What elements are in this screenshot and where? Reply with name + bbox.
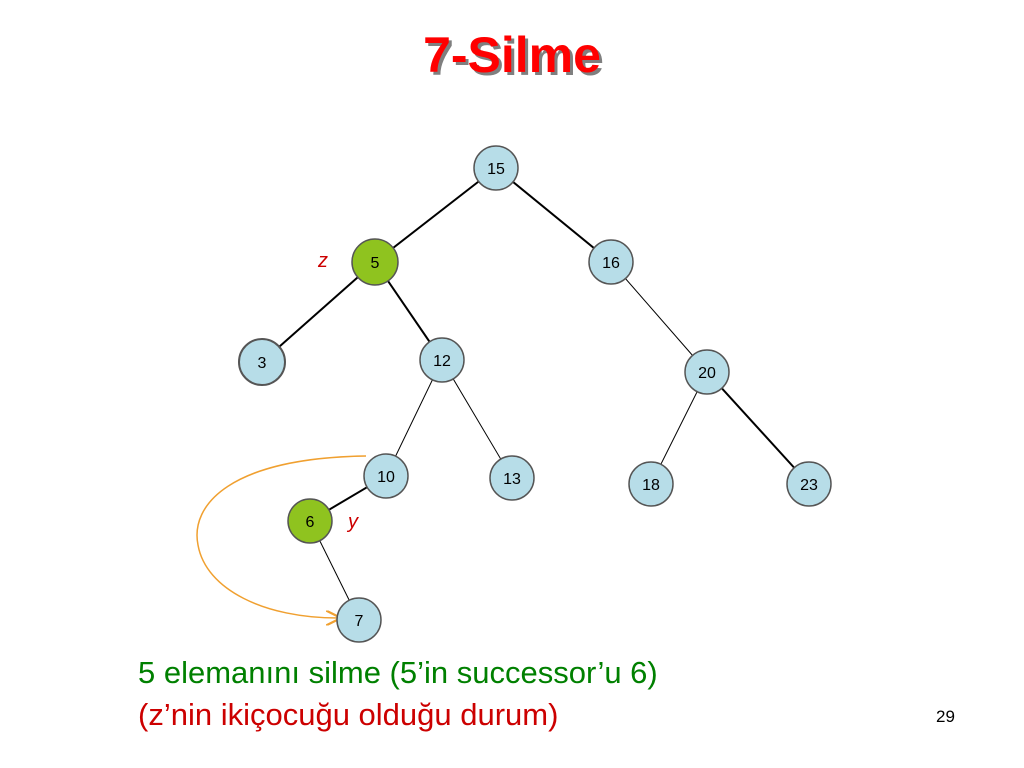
marker-y: y <box>346 511 359 533</box>
edge-15-5 <box>374 167 497 263</box>
node-label: 12 <box>433 353 451 370</box>
node-label: 18 <box>642 477 660 494</box>
node-12: 12 <box>419 337 465 383</box>
slide-title: 7-Silme <box>423 27 601 83</box>
node-label: 13 <box>503 471 521 488</box>
successor-arrow <box>196 455 367 618</box>
caption-line-2: (z’nin ikiçocuğu olduğu durum) <box>138 697 559 732</box>
node-18: 18 <box>628 461 674 507</box>
node-23: 23 <box>786 461 832 507</box>
node-label: 10 <box>377 469 395 486</box>
slide-caption: 5 elemanını silme (5’in successor’u 6) (… <box>138 652 658 736</box>
node-16: 16 <box>588 239 634 285</box>
node-label: 5 <box>371 255 380 272</box>
node-label: 20 <box>698 365 716 382</box>
node-15: 15 <box>473 145 519 191</box>
page-number: 29 <box>936 707 955 726</box>
node-label: 23 <box>800 477 818 494</box>
node-label: 7 <box>355 613 364 630</box>
node-5: 5 <box>351 238 399 286</box>
node-13: 13 <box>489 455 535 501</box>
edge-16-20 <box>610 261 708 373</box>
node-6: 6 <box>287 498 333 544</box>
edge-12-13 <box>441 359 513 479</box>
edge-5-3 <box>261 261 376 363</box>
marker-z: z <box>317 250 328 272</box>
node-3: 3 <box>238 338 286 386</box>
node-label: 15 <box>487 161 505 178</box>
node-label: 3 <box>258 355 267 372</box>
caption-line-1: 5 elemanını silme (5’in successor’u 6) <box>138 655 658 690</box>
edge-20-23 <box>706 371 810 485</box>
node-20: 20 <box>684 349 730 395</box>
edge-15-16 <box>495 167 612 263</box>
node-label: 16 <box>602 255 620 272</box>
node-label: 6 <box>306 514 315 531</box>
node-10: 10 <box>363 453 409 499</box>
node-7: 7 <box>336 597 382 643</box>
